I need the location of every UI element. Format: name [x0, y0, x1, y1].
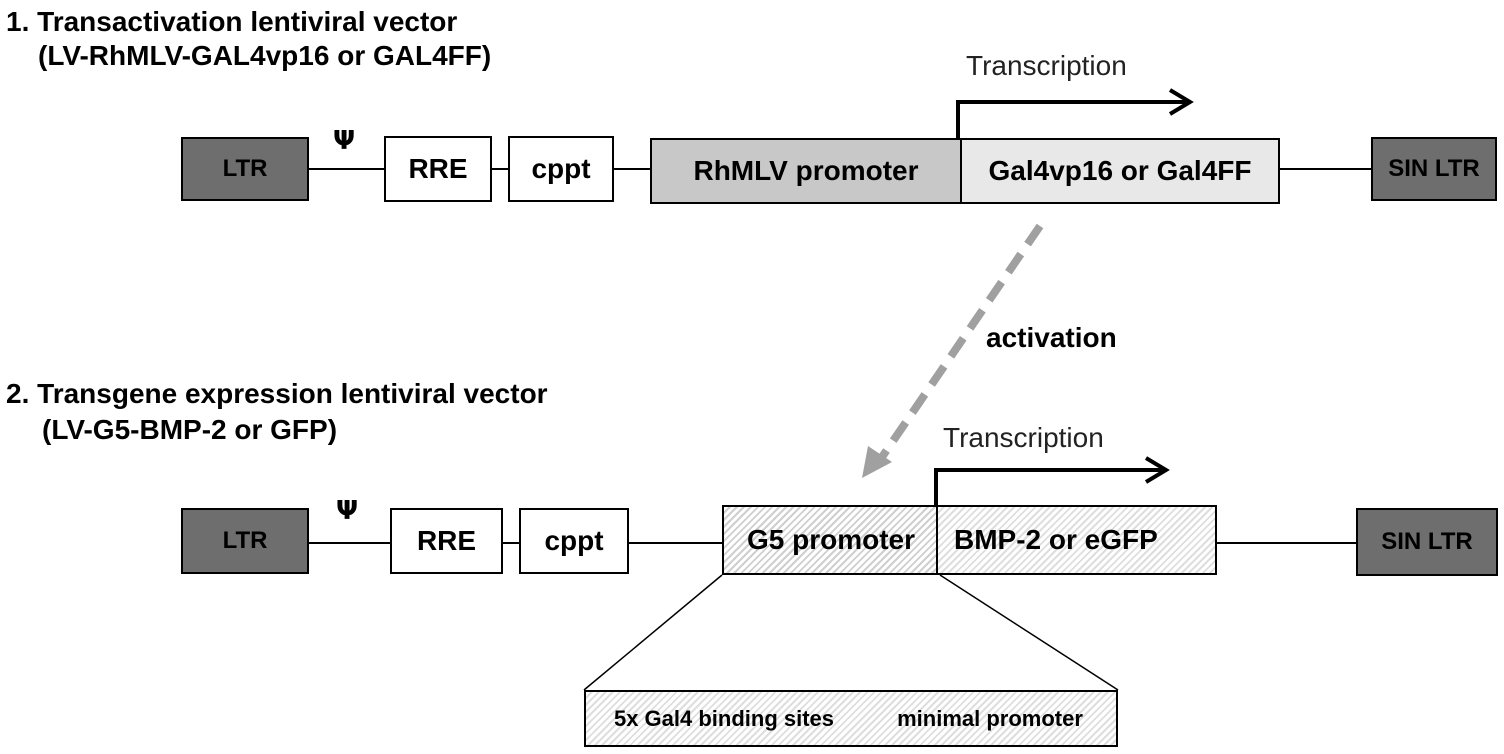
vector1-transcription-arrow — [956, 100, 1186, 138]
vector1-rre: RRE — [384, 136, 492, 202]
activation-arrow — [876, 223, 1044, 463]
vector1-title: 1. Transactivation lentiviral vector — [6, 6, 458, 37]
vector2-transcription-arrowhead — [1144, 456, 1170, 484]
vector1-ltr: LTR — [181, 137, 309, 201]
vector2-transcription-label: Transcription — [943, 422, 1104, 453]
vector2-title: 2. Transgene expression lentiviral vecto… — [6, 378, 548, 409]
vector1-gene: Gal4vp16 or Gal4FF — [960, 138, 1280, 204]
vector1-subtitle: (LV-RhMLV-GAL4vp16 or GAL4FF) — [38, 40, 492, 71]
activation-arrowhead — [862, 446, 892, 478]
vector1-promoter: RhMLV promoter — [650, 138, 962, 204]
vector2-ltr: LTR — [181, 508, 309, 574]
detail-connector-left — [583, 574, 723, 691]
vector1-sin-ltr: SIN LTR — [1371, 137, 1497, 201]
detail-connector-right — [939, 574, 1119, 691]
vector2-transcription-arrow — [934, 468, 1162, 505]
detail-binding-sites: 5x Gal4 binding sites — [613, 705, 835, 731]
vector2-rre: RRE — [390, 508, 503, 574]
vector1-cppt: cppt — [508, 136, 614, 202]
detail-box — [584, 690, 1118, 747]
vector2-sin-ltr: SIN LTR — [1356, 508, 1498, 576]
vector2-psi: Ψ — [336, 496, 359, 526]
vector2-gene: BMP-2 or eGFP — [936, 505, 1217, 575]
vector1-psi: Ψ — [333, 126, 356, 156]
vector2-promoter: G5 promoter — [722, 505, 940, 575]
vector2-cppt: cppt — [519, 508, 629, 574]
vector1-transcription-arrowhead — [1168, 88, 1194, 116]
detail-minimal-promoter: minimal promoter — [897, 705, 1083, 731]
vector1-transcription-label: Transcription — [966, 50, 1127, 81]
activation-label: activation — [986, 322, 1117, 353]
vector2-subtitle: (LV-G5-BMP-2 or GFP) — [42, 414, 338, 445]
